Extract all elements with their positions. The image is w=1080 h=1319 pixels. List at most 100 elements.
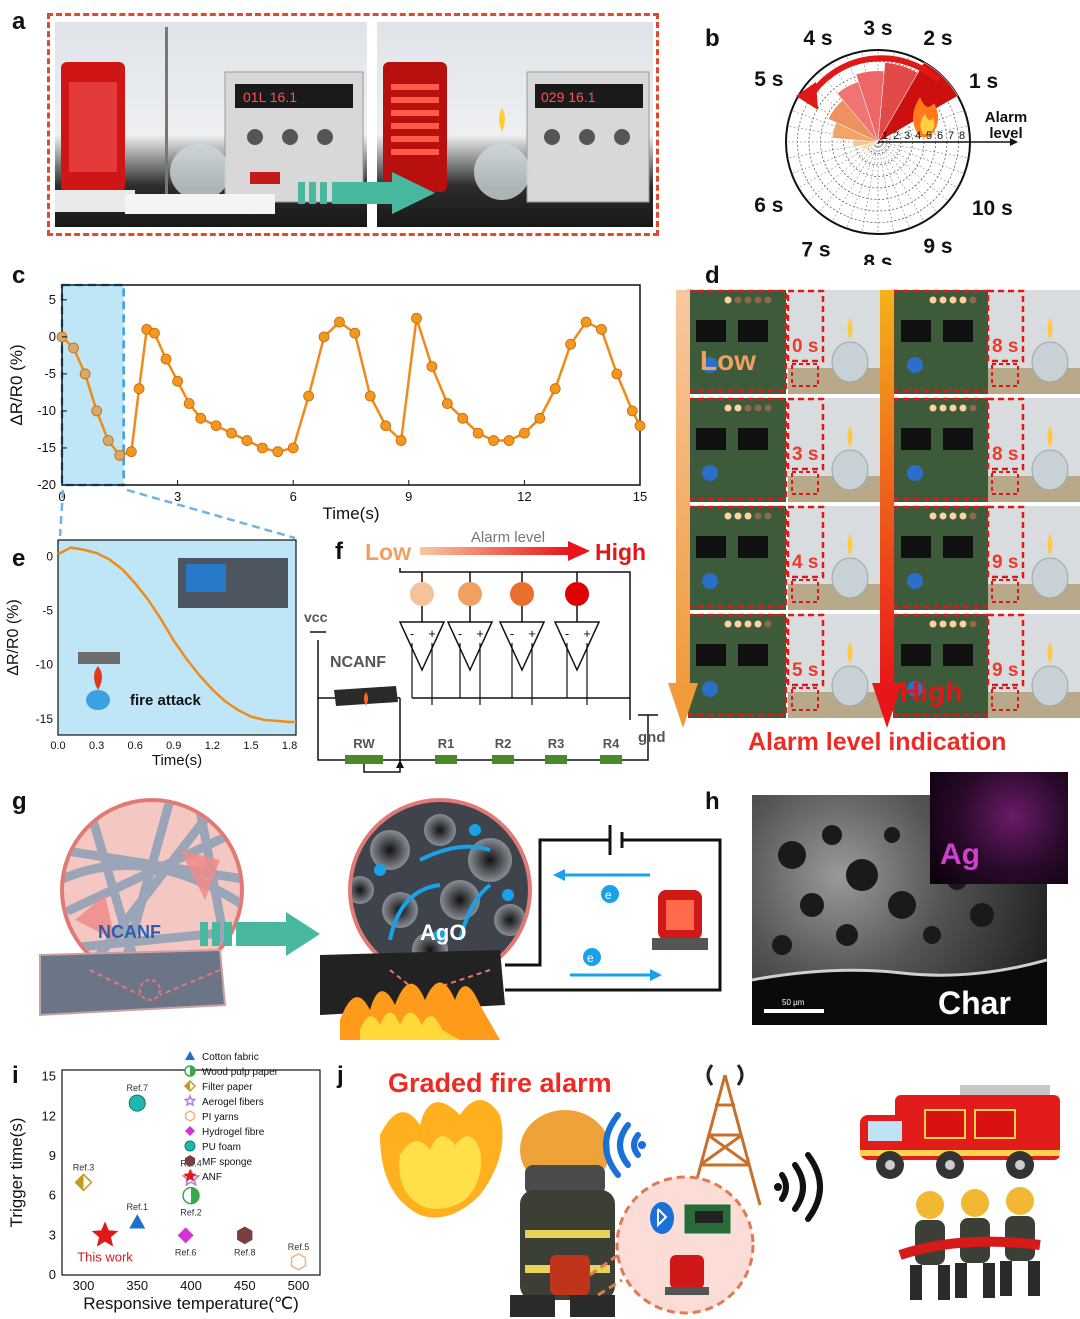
time-stamp-label: 5 s	[792, 660, 818, 681]
legend-label: Hydrogel fibre	[202, 1127, 265, 1138]
electron-label-2: e	[587, 951, 594, 965]
point-label-Ref.2: Ref.2	[180, 1208, 202, 1218]
top-rail	[399, 568, 631, 720]
time-label: 9 s	[923, 235, 952, 258]
x-tick-label: 0.6	[128, 740, 143, 752]
panel-j-title: Graded fire alarm	[388, 1068, 612, 1098]
display-frame	[791, 471, 819, 495]
y-tick-label: -15	[37, 440, 56, 455]
x-tick-label: 1.5	[243, 740, 258, 752]
data-point	[364, 390, 376, 402]
burner-glass	[1031, 557, 1069, 599]
data-point	[91, 405, 103, 417]
marker-fill-Ref.3	[185, 1081, 190, 1091]
burner-glass	[831, 449, 869, 491]
resistor	[492, 755, 514, 764]
data-point	[565, 338, 577, 350]
time-frame	[786, 505, 825, 579]
data-point	[534, 412, 546, 424]
highlight-region	[60, 283, 125, 487]
time-label: 3 s	[863, 17, 892, 40]
display-after: 029 16.1	[541, 89, 596, 105]
led	[724, 512, 732, 520]
resistor-label: R3	[548, 736, 565, 751]
panel-label-i: i	[12, 1062, 19, 1089]
x-tick-label: 6	[290, 489, 297, 504]
data-point	[611, 368, 623, 380]
wiper-arrow	[396, 760, 404, 768]
led	[959, 512, 967, 520]
panel-label-a: a	[12, 8, 26, 35]
led	[754, 620, 762, 628]
wiper-line	[363, 698, 401, 773]
alarm-led	[410, 582, 434, 606]
polar-spoke	[831, 141, 879, 222]
panel-label-c: c	[12, 262, 26, 289]
wifi-icon-right	[779, 1152, 823, 1222]
data-point	[210, 420, 222, 432]
data-point	[349, 327, 361, 339]
time-stamp-label: 8 s	[992, 336, 1018, 357]
x-tick-label: 500	[288, 1278, 310, 1293]
data-point	[472, 427, 484, 439]
polar-spoke	[877, 141, 958, 189]
data-line	[57, 546, 296, 724]
low-arrowhead	[668, 683, 698, 728]
electron-label-1: e	[605, 888, 612, 902]
y-tick-label: 15	[42, 1069, 56, 1084]
panel-g-mechanism: NCANF AgO e e	[39, 798, 722, 1040]
y-tick-label: 0	[46, 549, 53, 563]
led	[969, 512, 977, 520]
data-point	[183, 398, 195, 409]
flame-icon	[94, 666, 102, 690]
time-label: 4 s	[803, 27, 832, 50]
polar-spoke	[877, 141, 969, 159]
flame	[847, 642, 853, 664]
burner-glass	[1031, 665, 1069, 707]
time-frame	[986, 289, 1025, 363]
y-axis-label: Trigger time(s)	[7, 1118, 26, 1228]
data-point	[503, 435, 515, 446]
display-frame	[791, 579, 819, 603]
ic-chip	[738, 536, 768, 558]
display-frame	[791, 363, 819, 387]
panel-j-illustration	[380, 1064, 1060, 1317]
level-gradient-bar	[420, 547, 570, 555]
resistor	[435, 755, 457, 764]
led	[754, 512, 762, 520]
ic-chip	[901, 536, 931, 558]
flame	[847, 426, 853, 448]
data-point	[426, 361, 438, 372]
time-label: 5 s	[754, 68, 783, 91]
sem-scale-label: 50 μm	[782, 998, 805, 1007]
marker-Ref.4	[183, 1094, 197, 1107]
panel-label-f: f	[335, 538, 343, 565]
flame	[847, 318, 853, 340]
bottom-rail	[317, 698, 649, 761]
time-label: 6 s	[754, 194, 783, 217]
polar-spoke	[877, 141, 925, 222]
high-label: High	[900, 676, 962, 707]
marker-Ref.5	[290, 1252, 307, 1271]
alarm-light-icon	[670, 1255, 704, 1289]
led	[734, 296, 742, 304]
display-frame	[791, 687, 819, 711]
time-frame	[786, 613, 825, 687]
data-point	[272, 446, 284, 458]
marker-fill-Ref.2	[191, 1187, 199, 1204]
y-tick-label: 0	[49, 1267, 56, 1282]
comparator	[498, 621, 546, 672]
data-point	[380, 420, 392, 432]
marker-Ref.7	[184, 1140, 196, 1152]
legend-label: MF sponge	[202, 1157, 252, 1168]
led	[754, 296, 762, 304]
x-tick-label: 1.8	[282, 740, 297, 752]
y-tick-label: -5	[44, 366, 56, 381]
polar-tick-label: 3	[904, 130, 910, 142]
y-axis-label: ΔR/R0 (%)	[5, 599, 22, 675]
burner-glass	[831, 341, 869, 383]
marker-This work	[91, 1221, 119, 1247]
alarm-level-label: Alarm level	[471, 529, 545, 546]
y-tick-label: 6	[49, 1188, 56, 1203]
